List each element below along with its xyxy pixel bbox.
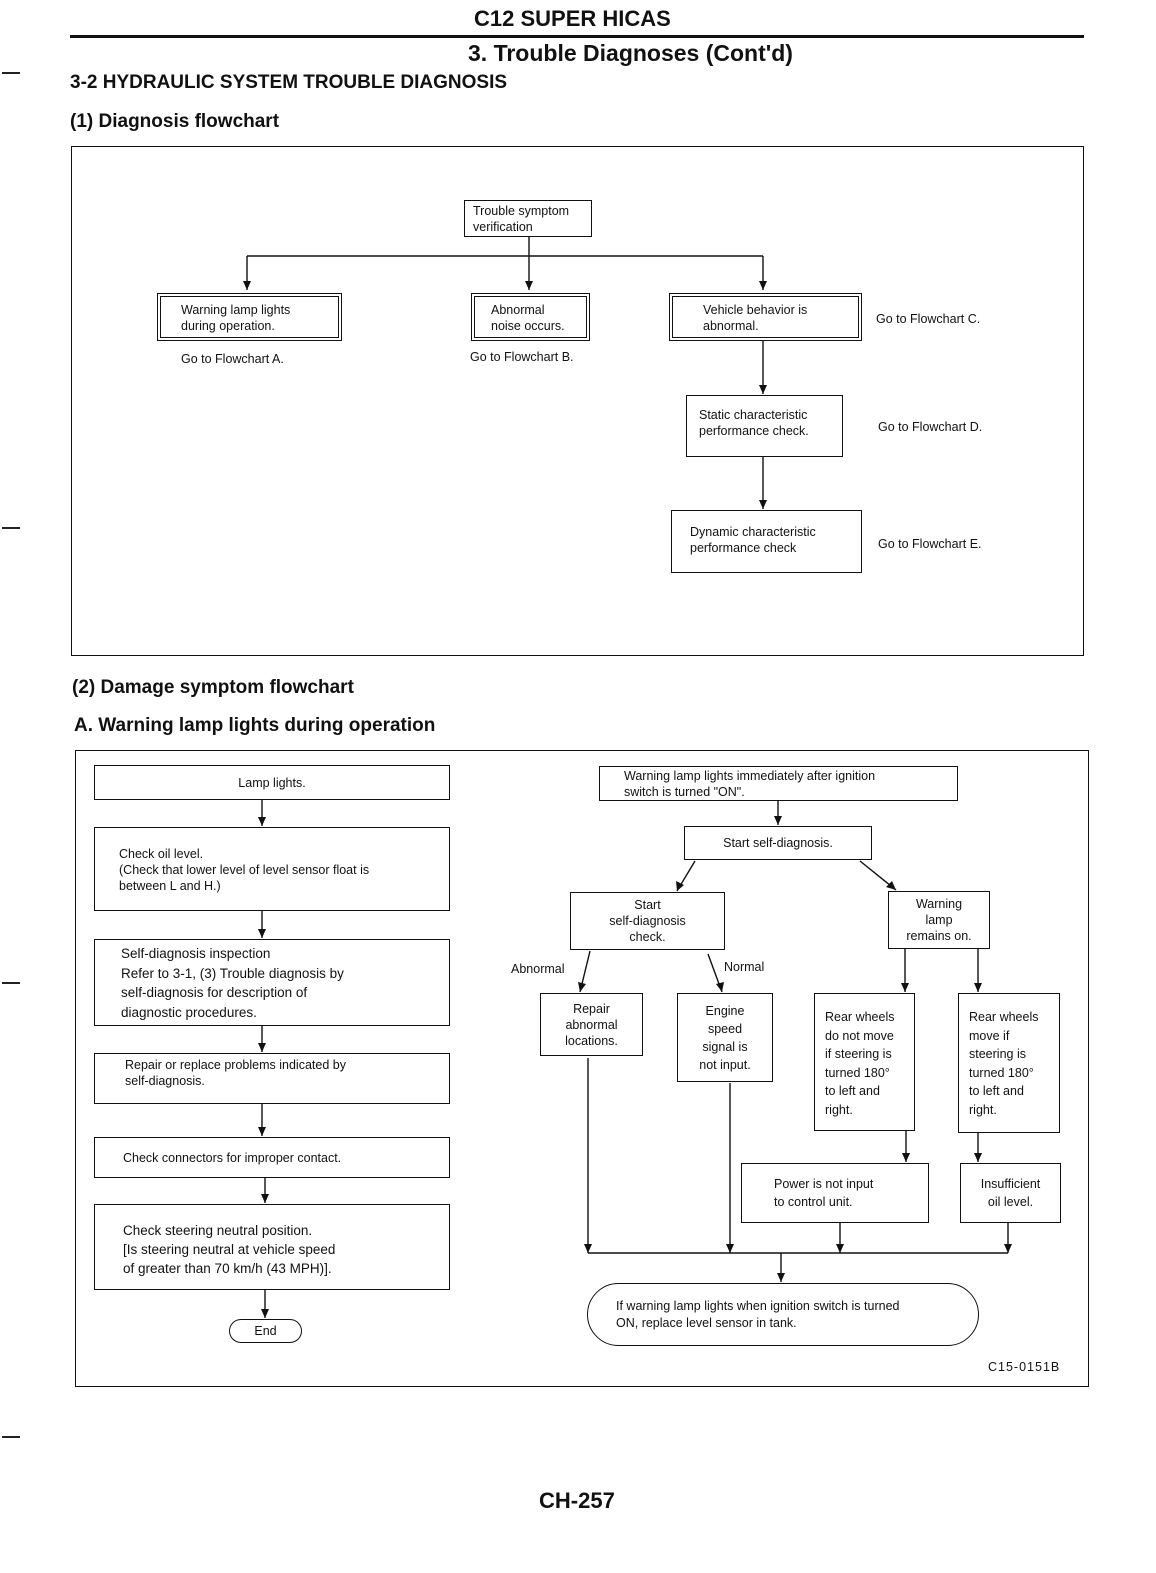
start-self-diagnosis-box: Start self-diagnosis.	[684, 826, 872, 860]
subsection-warning-lamp: A. Warning lamp lights during operation	[74, 715, 436, 736]
section-title: 3-2 HYDRAULIC SYSTEM TROUBLE DIAGNOSIS	[70, 72, 508, 93]
self-diagnosis-check-box: Start self-diagnosis check.	[570, 892, 725, 950]
replace-level-sensor-box: If warning lamp lights when ignition swi…	[587, 1283, 979, 1346]
figure-code: C15-0151B	[988, 1360, 1061, 1374]
warning-lamp-box: Warning lamp lights during operation.	[157, 293, 342, 341]
self-diagnosis-inspection-box: Self-diagnosis inspection Refer to 3-1, …	[94, 939, 450, 1026]
diagnosis-flowchart-frame	[71, 146, 1084, 656]
engine-speed-box: Engine speed signal is not input.	[677, 993, 773, 1082]
static-check-box: Static characteristic performance check.	[686, 395, 843, 457]
goto-flowchart-d: Go to Flowchart D.	[878, 420, 983, 434]
goto-flowchart-e: Go to Flowchart E.	[878, 537, 982, 551]
subsection-diagnosis-flowchart: (1) Diagnosis flowchart	[70, 111, 280, 132]
margin-mark	[2, 72, 20, 74]
chapter-title: 3. Trouble Diagnoses (Cont'd)	[468, 40, 793, 66]
check-oil-level-box: Check oil level. (Check that lower level…	[94, 827, 450, 911]
abnormal-noise-box: Abnormal noise occurs.	[471, 293, 590, 341]
warning-lamp-remains-box: Warning lamp remains on.	[888, 891, 990, 949]
dynamic-check-box: Dynamic characteristic performance check	[671, 510, 862, 573]
goto-flowchart-a: Go to Flowchart A.	[181, 352, 284, 366]
repair-abnormal-box: Repair abnormal locations.	[540, 993, 643, 1056]
check-connectors-box: Check connectors for improper contact.	[94, 1137, 450, 1178]
abnormal-branch-label: Abnormal	[511, 962, 565, 976]
goto-flowchart-c: Go to Flowchart C.	[876, 312, 981, 326]
rear-wheels-not-move-box: Rear wheels do not move if steering is t…	[814, 993, 915, 1131]
repair-replace-box: Repair or replace problems indicated by …	[94, 1053, 450, 1104]
lamp-lights-box: Lamp lights.	[94, 765, 450, 800]
margin-mark	[2, 982, 20, 984]
goto-flowchart-b: Go to Flowchart B.	[470, 350, 574, 364]
book-title: C12 SUPER HICAS	[474, 6, 671, 31]
end-terminal: End	[229, 1319, 302, 1343]
header-rule	[70, 35, 1084, 38]
ignition-warning-box: Warning lamp lights immediately after ig…	[599, 766, 958, 801]
trouble-symptom-box: Trouble symptom verification	[464, 200, 592, 237]
vehicle-behavior-box: Vehicle behavior is abnormal.	[669, 293, 862, 341]
check-steering-neutral-box: Check steering neutral position. [Is ste…	[94, 1204, 450, 1290]
subsection-damage-symptom: (2) Damage symptom flowchart	[72, 677, 354, 698]
margin-mark	[2, 1436, 20, 1438]
rear-wheels-move-box: Rear wheels move if steering is turned 1…	[958, 993, 1060, 1133]
warning-lamp-flowchart-frame	[75, 750, 1089, 1387]
page-number: CH-257	[539, 1488, 615, 1513]
normal-branch-label: Normal	[724, 960, 765, 974]
margin-mark	[2, 527, 20, 529]
power-not-input-box: Power is not input to control unit.	[741, 1163, 929, 1223]
insufficient-oil-box: Insufficient oil level.	[960, 1163, 1061, 1223]
